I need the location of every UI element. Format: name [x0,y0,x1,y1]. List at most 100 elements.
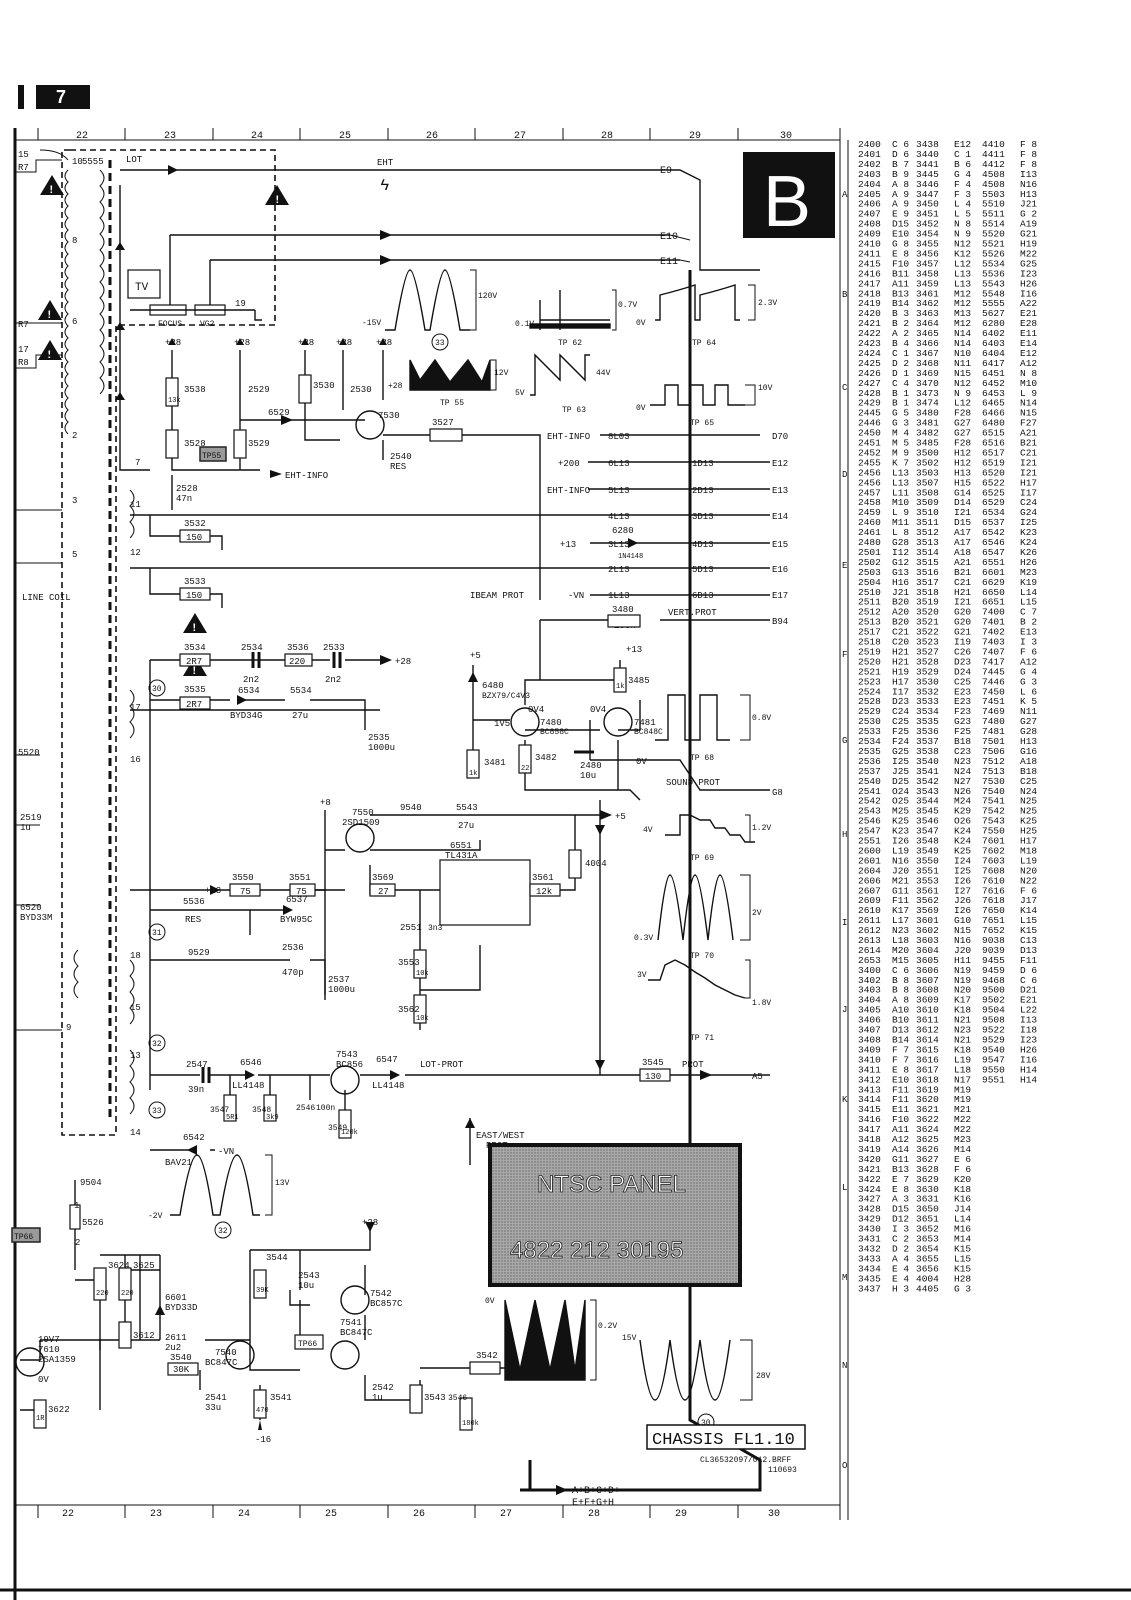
row-E: E [842,561,847,571]
wf-tp70-label: TP 70 [690,952,714,961]
tp55-marker [199,446,227,462]
ref-cell-22-4: 6417 [982,358,1005,369]
ref-cell-71-5: M18 [1020,845,1037,856]
t7550-label: 7550 [352,808,374,818]
d6537-value: BYW95C [280,915,313,925]
conn-e10: E10 [660,232,678,243]
ref-cell-87-2: 3610 [916,1005,939,1016]
ref-cell-75-3: I27 [954,885,971,896]
ref-cell-72-2: 3550 [916,855,939,866]
ref-cell-41-4: 6547 [982,547,1005,558]
ref-cell-58-1: C25 [892,716,909,727]
conn-e14: E14 [772,512,788,522]
ref-cell-13-4: 5536 [982,268,1005,279]
ref-cell-91-3: K18 [954,1044,971,1055]
l5526-label: 5526 [82,1218,104,1228]
ref-cell-52-4: 7417 [982,656,1005,667]
wf-tp70-amp: 2V [752,909,762,918]
ref-cell-5-0: 2405 [858,189,881,200]
ref-cell-99-0: 3417 [858,1124,881,1135]
ref-cell-59-1: F25 [892,726,909,737]
ref-cell-82-0: 2653 [858,955,881,966]
ref-cell-20-2: 3466 [916,338,939,349]
ref-cell-89-3: N23 [954,1025,971,1036]
ref-cell-101-2: 3626 [916,1144,939,1155]
ref-cell-54-3: C25 [954,676,971,687]
ref-cell-105-3: K18 [954,1184,971,1195]
ref-cell-53-4: 7445 [982,666,1005,677]
d6542-symbol [187,1145,197,1155]
ref-cell-4-2: 3446 [916,179,939,190]
marker-4d13: 4D13 [692,540,714,550]
r3624-body [93,1267,107,1301]
ref-cell-55-3: E23 [954,686,971,697]
c2536-value: 470p [282,968,304,978]
ref-cell-29-5: A21 [1020,428,1037,439]
ref-cell-75-5: F 6 [1020,885,1037,896]
ref-cell-15-5: I16 [1020,288,1037,299]
ref-cell-93-2: 3617 [916,1064,939,1075]
ref-cell-38-2: 3511 [916,517,939,528]
r3553-value: 10k [416,970,429,978]
ref-cell-37-5: G24 [1020,507,1037,518]
ref-cell-6-1: A 9 [892,199,909,210]
ref-cell-97-3: M21 [954,1104,971,1115]
ref-cell-30-2: 3485 [916,438,939,449]
ref-cell-70-2: 3548 [916,836,939,847]
ref-cell-107-0: 3428 [858,1204,881,1215]
r3529-body [233,429,247,459]
r3612-label: 3612 [133,1331,155,1341]
marker-4l13: 4L13 [608,512,630,522]
ref-cell-45-1: J21 [892,587,909,598]
ref-cell-39-1: L 8 [892,527,909,538]
ref-cell-70-1: I26 [892,836,909,847]
pin-17: 17 [130,703,141,713]
ref-cell-3-5: I13 [1020,169,1037,180]
ref-cell-72-5: L19 [1020,855,1037,866]
ref-cell-96-1: F11 [892,1094,909,1105]
wf-02v-amp: 0.2V [598,1322,617,1331]
c2551-label: 2551 [400,923,422,933]
marker-3l13: 3L13 [608,540,630,550]
ref-cell-63-1: J25 [892,766,909,777]
ref-cell-26-1: B 1 [892,398,909,409]
ref-cell-36-3: D14 [954,497,971,508]
ref-cell-66-2: 3544 [916,796,939,807]
ref-cell-19-0: 2422 [858,328,881,339]
wf-32-amp: 13V [275,1179,290,1188]
c2480-value: 10u [580,771,596,781]
ref-cell-112-2: 3655 [916,1253,939,1264]
ref-cell-43-2: 3516 [916,567,939,578]
ref-cell-3-4: 4508 [982,169,1005,180]
ref-cell-70-3: K24 [954,836,971,847]
ref-cell-90-2: 3614 [916,1035,939,1046]
ref-cell-25-4: 6453 [982,388,1005,399]
wf-tp65-label: TP 65 [690,419,714,428]
ref-cell-27-3: F28 [954,408,971,419]
line-coil-label: LINE COIL [22,593,71,603]
ref-cell-103-1: B13 [892,1164,909,1175]
ref-cell-90-1: B14 [892,1035,909,1046]
ref-cell-48-4: 7401 [982,617,1005,628]
ref-cell-30-0: 2451 [858,438,881,449]
r3553-label: 3553 [398,958,420,968]
ref-cell-98-2: 3622 [916,1114,939,1125]
ref-cell-19-1: A 2 [892,328,909,339]
ref-cell-32-2: 3502 [916,457,939,468]
ref-cell-46-5: L15 [1020,597,1037,608]
ref-cell-14-3: L13 [954,278,971,289]
ref-cell-74-1: M21 [892,875,909,886]
ref-cell-59-3: F25 [954,726,971,737]
ref-cell-52-0: 2520 [858,656,881,667]
wf-33-level: -15V [362,319,381,328]
ref-cell-93-5: H14 [1020,1064,1037,1075]
r3544-value: 39K [256,1287,269,1295]
c5520-label: 5520 [18,748,40,758]
d6546-value: LL4148 [232,1081,264,1091]
circle-32a: 32 [152,1040,162,1049]
stamp-line-2: 4822 212 30195 [510,1237,684,1264]
lot-enclosure [61,149,276,1136]
ref-cell-60-1: F24 [892,736,909,747]
ref-cell-83-0: 3400 [858,965,881,976]
vn-label: -VN [568,591,584,601]
